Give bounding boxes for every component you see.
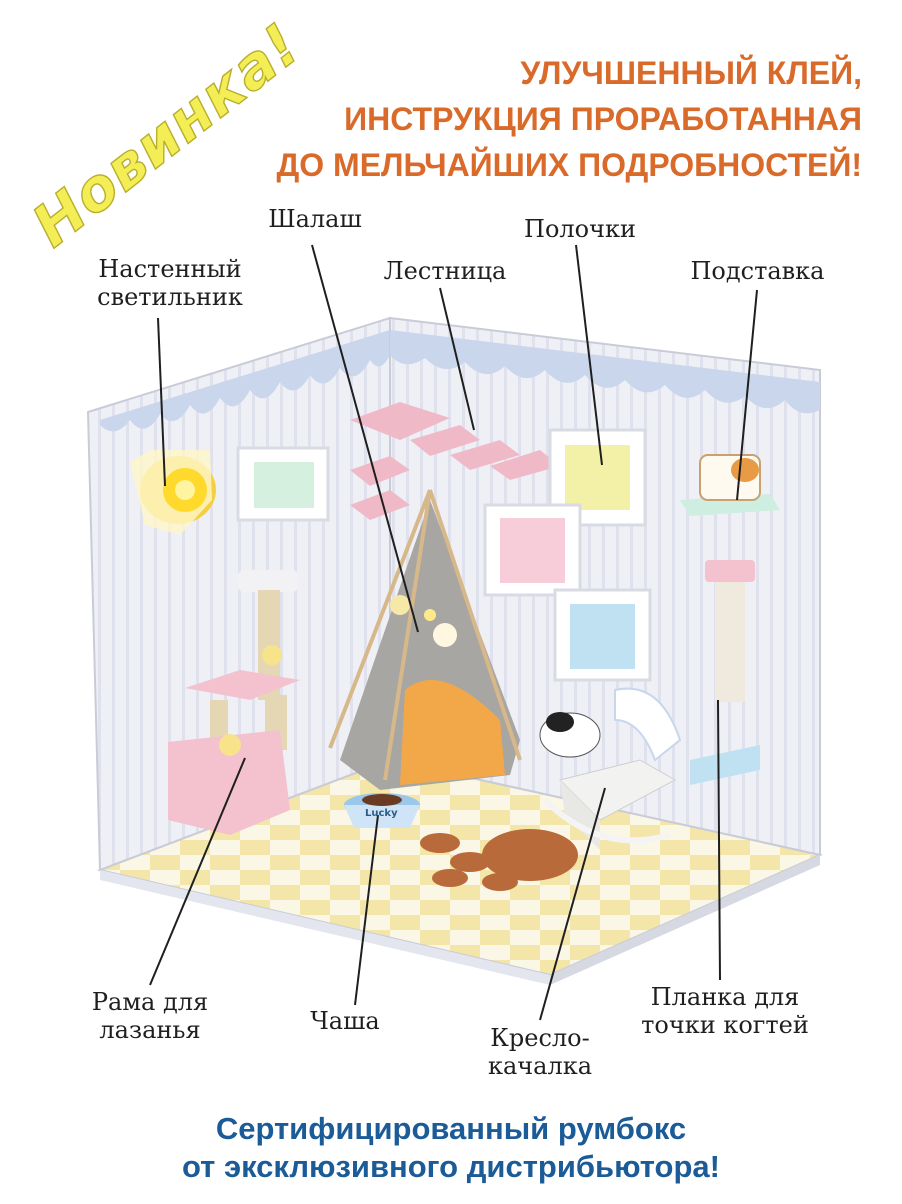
label-climbing-frame-line-2: лазанья <box>99 1016 201 1044</box>
label-ladder: Лестница <box>383 257 507 285</box>
paw-rug <box>420 829 578 891</box>
bowl <box>344 793 420 828</box>
cat-stand <box>680 454 780 516</box>
rocking-cradle <box>539 687 682 850</box>
headline: УЛУЧШЕННЫЙ КЛЕЙ, ИНСТРУКЦИЯ ПРОРАБОТАННА… <box>222 50 862 188</box>
label-wall-light: Настенный светильник <box>85 255 255 311</box>
footer-line-2: от эксклюзивного дистрибьютора! <box>182 1149 720 1184</box>
ladder <box>350 402 560 520</box>
label-stand: Подставка <box>690 257 825 285</box>
footer-line-1: Сертифицированный румбокс <box>215 1111 687 1146</box>
teepee <box>328 489 522 790</box>
label-scratch-board: Планка для точки когтей <box>630 983 820 1039</box>
bowl-tag: Lucky <box>365 808 398 819</box>
scratch-post <box>690 560 760 785</box>
label-shelves: Полочки <box>524 215 636 243</box>
label-climbing-frame: Рама для лазанья <box>70 988 230 1044</box>
climbing-frame <box>168 570 300 835</box>
label-wall-light-line-1: Настенный <box>98 255 242 283</box>
headline-line-2: ИНСТРУКЦИЯ ПРОРАБОТАННАЯ <box>344 101 862 137</box>
label-scratch-board-line-1: Планка для <box>650 983 800 1011</box>
label-rocking-cradle-line-2: качалка <box>487 1052 593 1080</box>
headline-line-1: УЛУЧШЕННЫЙ КЛЕЙ, <box>520 55 862 91</box>
label-rocking-cradle: Кресло- качалка <box>465 1024 615 1080</box>
footer-tagline: Сертифицированный румбокс от эксклюзивно… <box>0 1110 902 1186</box>
label-scratch-board-line-2: точки когтей <box>641 1011 809 1039</box>
label-climbing-frame-line-1: Рама для <box>91 988 209 1016</box>
label-wall-light-line-2: светильник <box>97 283 243 311</box>
leader-lines <box>149 244 758 1021</box>
label-teepee: Шалаш <box>268 205 362 233</box>
wall-light <box>130 450 216 535</box>
label-bowl: Чаша <box>310 1007 380 1035</box>
shelves <box>236 428 652 682</box>
headline-line-3: ДО МЕЛЬЧАЙШИХ ПОДРОБНОСТЕЙ! <box>276 147 862 183</box>
label-rocking-cradle-line-1: Кресло- <box>490 1024 590 1052</box>
